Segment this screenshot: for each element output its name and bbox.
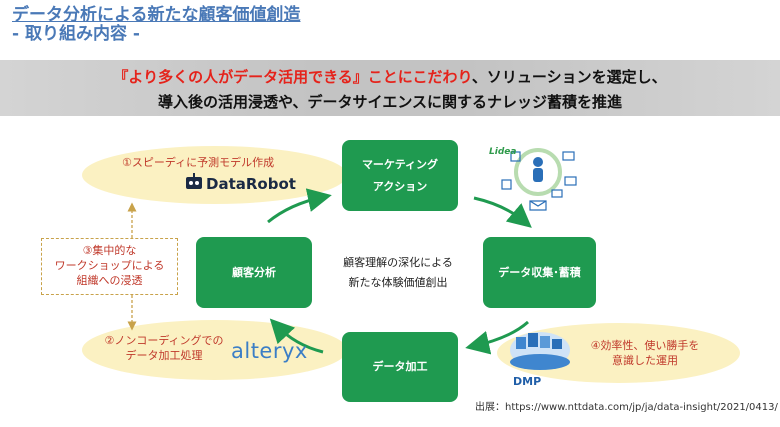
lidea-logo: Lidea: [489, 147, 517, 157]
note-1: ①スピーディに予測モデル作成: [122, 156, 275, 169]
arrow-analysis-to-marketing: [267, 188, 332, 224]
note-4-line-2: 意識した運用: [612, 354, 678, 367]
center-line-2: 新たな体験価値創出: [348, 276, 448, 289]
processing-label: データ加工: [372, 360, 428, 373]
note-2: ②ノンコーディングでの データ加工処理: [94, 333, 234, 363]
note-oval-1: [82, 146, 347, 204]
workshop-box: [41, 238, 178, 295]
datarobot-logo: DataRobot: [206, 175, 296, 193]
source-citation: 出展：https://www.nttdata.com/jp/ja/data-in…: [475, 402, 778, 413]
page-subtitle: - 取り組み内容 -: [12, 24, 140, 44]
summary-banner: 『より多くの人がデータ活用できる』ことにこだわり、ソリューションを選定し、 導入…: [0, 60, 780, 116]
box-data-processing: データ加工: [342, 332, 458, 402]
box-data-collection: データ収集･蓄積: [483, 237, 596, 308]
dmp-label: DMP: [513, 375, 542, 388]
collection-label: データ収集･蓄積: [498, 265, 581, 279]
note-3-line-2: ワークショップによる: [54, 259, 165, 272]
banner-line-1-rest: 、ソリューションを選定し、: [471, 68, 667, 86]
note-2-line-2: データ加工処理: [125, 349, 203, 362]
analysis-label: 顧客分析: [232, 265, 276, 279]
note-4: ④効率性、使い勝手を 意識した運用: [575, 338, 715, 368]
note-3: ③集中的な ワークショップによる 組織への浸透: [41, 243, 178, 288]
box-marketing-action: マーケティング アクション: [342, 140, 458, 211]
arrow-marketing-to-collection: [473, 196, 532, 228]
center-message: 顧客理解の深化による 新たな体験価値創出: [323, 253, 473, 293]
marketing-line-2: アクション: [372, 179, 428, 193]
note-3-line-1: ③集中的な: [82, 244, 137, 257]
dmp-platform-illustration: [510, 332, 570, 370]
banner-line-2: 導入後の活用浸透や、データサイエンスに関するナレッジ蓄積を推進: [157, 93, 623, 111]
banner-line-1: 『より多くの人がデータ活用できる』ことにこだわり、ソリューションを選定し、: [0, 66, 780, 87]
page-title-main: データ分析による新たな顧客価値創造: [12, 5, 301, 25]
arrow-collection-to-processing: [465, 320, 529, 355]
note-2-line-1: ②ノンコーディングでの: [104, 334, 224, 347]
center-line-1: 顧客理解の深化による: [343, 256, 453, 269]
note-oval-2: [82, 320, 347, 380]
arrow-processing-to-analysis: [269, 318, 324, 354]
alteryx-logo: alteryx: [231, 339, 308, 363]
customer-network-illustration: [501, 148, 577, 211]
page-title: データ分析による新たな顧客価値創造 - 取り組み内容 -: [12, 6, 301, 44]
datarobot-robot-icon: [186, 173, 202, 189]
marketing-line-1: マーケティング: [361, 157, 439, 171]
banner-highlight: 『より多くの人がデータ活用できる』ことにこだわり: [113, 68, 472, 86]
note-3-line-3: 組織への浸透: [76, 274, 143, 287]
box-customer-analysis: 顧客分析: [196, 237, 312, 308]
note-4-line-1: ④効率性、使い勝手を: [590, 339, 700, 352]
